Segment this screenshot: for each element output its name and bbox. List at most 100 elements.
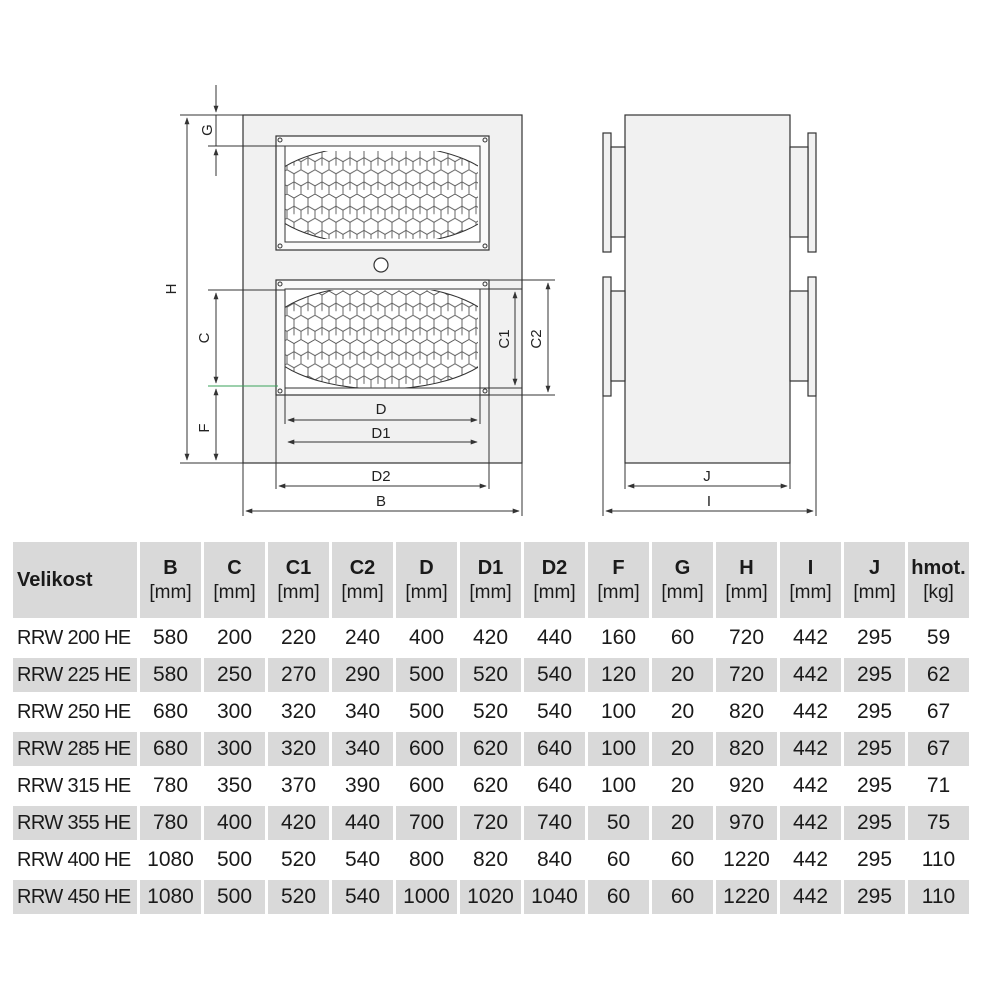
size-cell: RRW 315 HE xyxy=(17,774,131,797)
column-header: G[mm] xyxy=(652,542,713,618)
column-name: D1 xyxy=(477,556,504,579)
value-cell: 442 xyxy=(792,848,829,871)
value-cell: 295 xyxy=(844,658,905,692)
value-cell: 100 xyxy=(588,732,649,766)
column-name: D xyxy=(419,556,434,579)
bottom-grille xyxy=(275,279,490,396)
dimension-side xyxy=(602,396,817,516)
value-cell: 300 xyxy=(204,732,265,766)
value-cell: 160 xyxy=(600,626,637,649)
center-hole xyxy=(373,257,389,273)
value-cell: 440 xyxy=(332,806,393,840)
column-name: D2 xyxy=(541,556,568,579)
value-cell: 20 xyxy=(652,806,713,840)
column-unit: [mm] xyxy=(213,581,256,603)
value-cell: 300 xyxy=(216,700,253,723)
column-unit: [mm] xyxy=(469,581,512,603)
column-unit: [mm] xyxy=(789,581,832,603)
value-cell: 60 xyxy=(588,880,649,914)
size-cell: RRW 225 HE xyxy=(13,658,137,692)
side-housing xyxy=(624,114,791,464)
value-cell: 780 xyxy=(152,774,189,797)
dimension-horizontal xyxy=(242,388,523,516)
column-name: H xyxy=(739,556,754,579)
value-cell: 370 xyxy=(280,774,317,797)
dimension-c1 xyxy=(480,288,522,389)
column-name: C xyxy=(227,556,242,579)
column-unit: [mm] xyxy=(277,581,320,603)
label-c1: C1 xyxy=(496,329,513,348)
label-g: G xyxy=(199,124,216,136)
label-d1: D1 xyxy=(371,425,390,442)
value-cell: 62 xyxy=(908,658,969,692)
column-unit: [mm] xyxy=(853,581,896,603)
value-cell: 100 xyxy=(600,700,637,723)
label-j: J xyxy=(703,468,711,485)
value-cell: 500 xyxy=(408,700,445,723)
column-header: C[mm] xyxy=(204,542,265,618)
label-i: I xyxy=(707,493,711,510)
column-name: J xyxy=(868,556,881,579)
column-unit: [mm] xyxy=(149,581,192,603)
value-cell: 400 xyxy=(408,626,445,649)
value-cell: 75 xyxy=(908,806,969,840)
value-cell: 540 xyxy=(524,658,585,692)
value-cell: 640 xyxy=(536,774,573,797)
column-name: C2 xyxy=(349,556,376,579)
column-header: C2[mm] xyxy=(332,542,393,618)
value-cell: 120 xyxy=(588,658,649,692)
value-cell: 500 xyxy=(396,658,457,692)
value-cell: 340 xyxy=(332,732,393,766)
value-cell: 820 xyxy=(472,848,509,871)
column-header: D1[mm] xyxy=(460,542,521,618)
value-cell: 390 xyxy=(344,774,381,797)
top-grille xyxy=(275,135,490,251)
value-cell: 1040 xyxy=(524,880,585,914)
value-cell: 620 xyxy=(472,774,509,797)
dimension-c xyxy=(208,289,285,387)
value-cell: 1220 xyxy=(716,880,777,914)
technical-drawing: G H C F C1 xyxy=(163,85,817,516)
value-cell: 320 xyxy=(280,700,317,723)
value-cell: 840 xyxy=(536,848,573,871)
value-cell: 320 xyxy=(268,732,329,766)
value-cell: 200 xyxy=(216,626,253,649)
column-header: F[mm] xyxy=(588,542,649,618)
value-cell: 820 xyxy=(728,700,765,723)
value-cell: 1220 xyxy=(723,848,770,871)
column-name: F xyxy=(612,556,625,579)
column-name: hmot. xyxy=(911,556,966,579)
value-cell: 640 xyxy=(524,732,585,766)
label-d2: D2 xyxy=(371,468,390,485)
value-cell: 110 xyxy=(921,848,956,871)
value-cell: 720 xyxy=(716,658,777,692)
value-cell: 71 xyxy=(926,774,951,797)
value-cell: 400 xyxy=(204,806,265,840)
value-cell: 442 xyxy=(780,806,841,840)
value-cell: 350 xyxy=(216,774,253,797)
value-cell: 680 xyxy=(140,732,201,766)
value-cell: 295 xyxy=(844,732,905,766)
value-cell: 540 xyxy=(536,700,573,723)
side-flanges xyxy=(602,132,817,397)
size-cell: RRW 285 HE xyxy=(13,732,137,766)
value-cell: 420 xyxy=(268,806,329,840)
value-cell: 520 xyxy=(268,880,329,914)
label-h: H xyxy=(163,284,180,295)
value-cell: 442 xyxy=(792,626,829,649)
value-cell: 220 xyxy=(280,626,317,649)
label-c: C xyxy=(196,332,213,343)
size-cell: RRW 400 HE xyxy=(17,848,131,871)
value-cell: 110 xyxy=(908,880,969,914)
value-cell: 100 xyxy=(600,774,637,797)
value-cell: 1080 xyxy=(140,880,201,914)
value-cell: 442 xyxy=(780,880,841,914)
